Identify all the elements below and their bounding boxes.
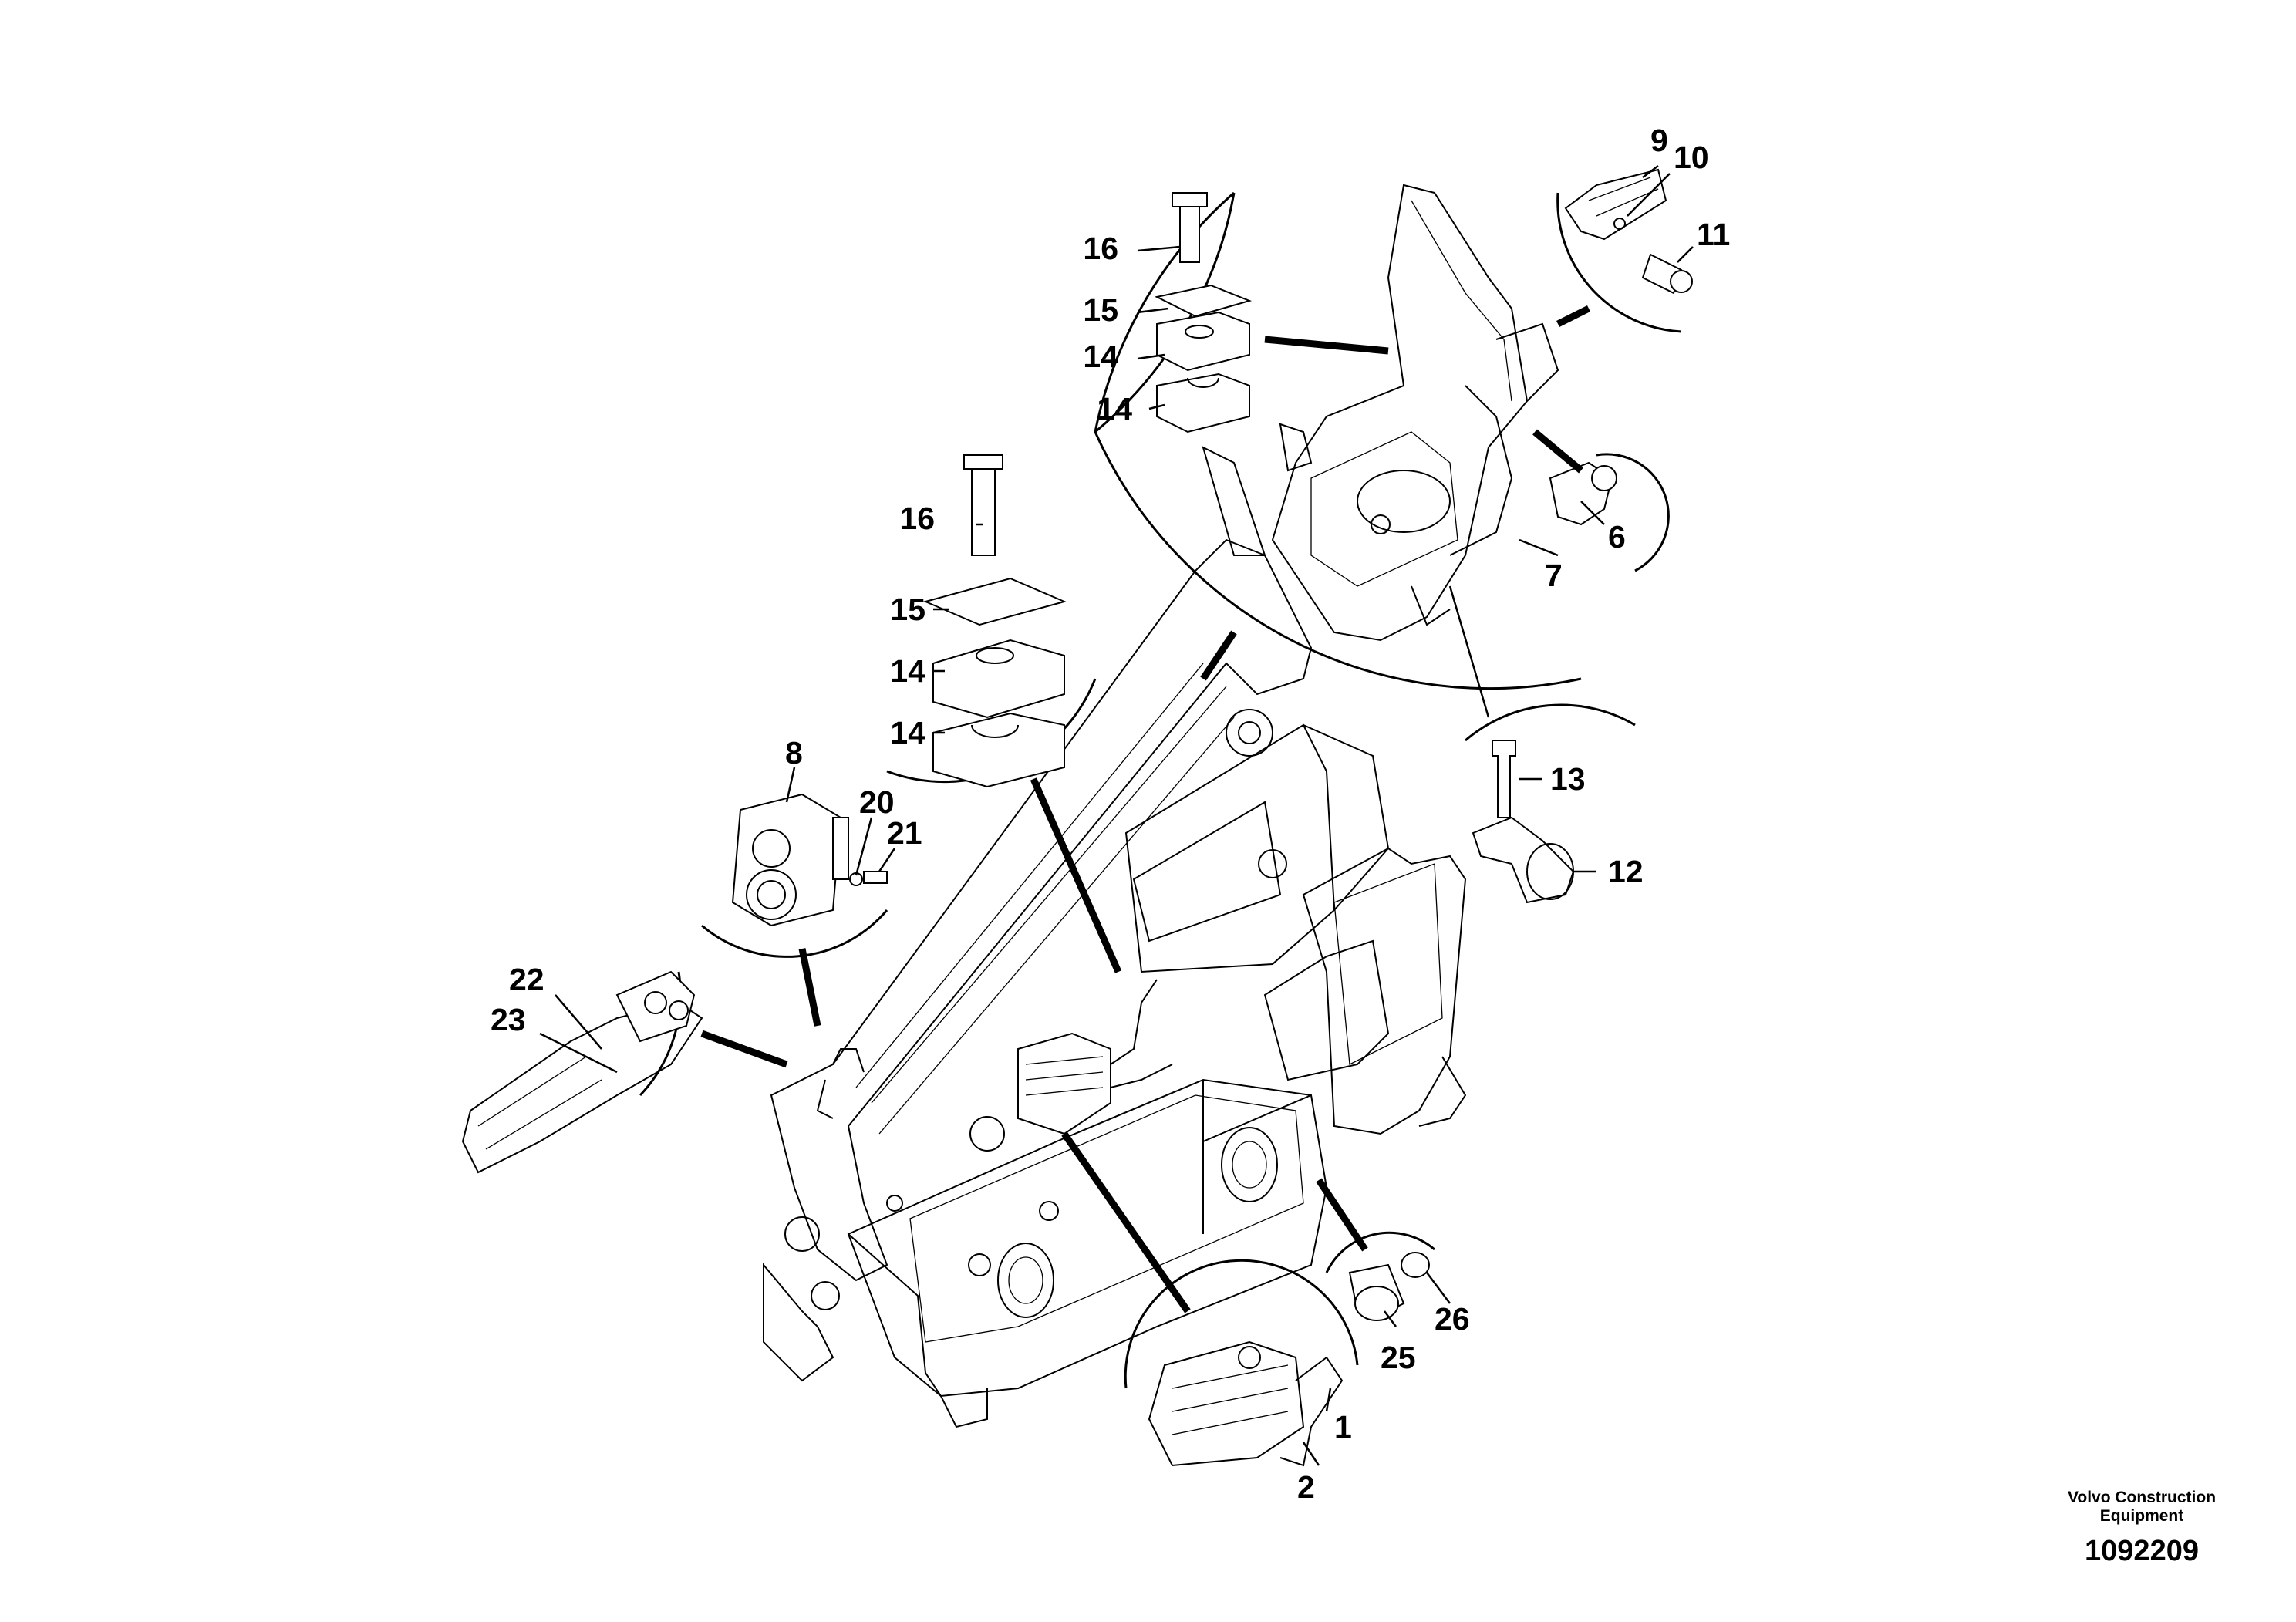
callout-14-lower-b: 14 [890,715,925,750]
callout-labels: 16 15 14 14 16 15 14 14 9 10 11 6 7 13 1… [491,123,1730,1505]
detail-pointers [700,305,1591,1313]
callout-13: 13 [1550,761,1586,797]
cab-detail [1094,184,1582,690]
callout-2: 2 [1297,1469,1315,1505]
fitting-detail [1549,453,1670,572]
callout-7: 7 [1545,558,1563,593]
bracket-detail [1556,168,1693,333]
title-block: Volvo Construction Equipment 1092209 [2041,1489,2242,1568]
machine-frame [763,538,1467,1428]
brand-line-2: Equipment [2099,1507,2184,1525]
clamp-set-lower [886,454,1097,788]
callout-21: 21 [887,815,922,851]
callout-8: 8 [785,735,803,771]
callout-14-upper-b: 14 [1097,391,1132,427]
callout-14-lower-a: 14 [890,653,925,689]
hose-detail [461,970,703,1174]
callout-15-upper: 15 [1083,292,1118,328]
brand-line-1: Volvo Construction [2067,1489,2217,1506]
callout-16-lower: 16 [899,501,935,536]
callout-23: 23 [491,1002,526,1037]
callout-15-lower: 15 [890,592,925,627]
callout-12: 12 [1608,854,1644,889]
callout-20: 20 [859,784,895,820]
valve-detail [1124,1259,1359,1467]
callout-22: 22 [509,962,544,997]
callout-26: 26 [1435,1301,1470,1337]
leader-lines [539,165,1694,1466]
connector-detail [701,793,888,958]
callout-14-upper-a: 14 [1083,339,1118,374]
callout-11: 11 [1697,217,1730,252]
callout-9: 9 [1650,123,1668,158]
callout-10: 10 [1674,140,1709,175]
bushing-detail [1325,1231,1435,1321]
callout-16-upper: 16 [1083,231,1118,266]
drawing-number: 1092209 [2085,1535,2199,1567]
callout-1: 1 [1334,1409,1352,1445]
clamp-set-upper [1155,192,1253,433]
callout-6: 6 [1608,519,1626,555]
callout-25: 25 [1381,1340,1416,1375]
